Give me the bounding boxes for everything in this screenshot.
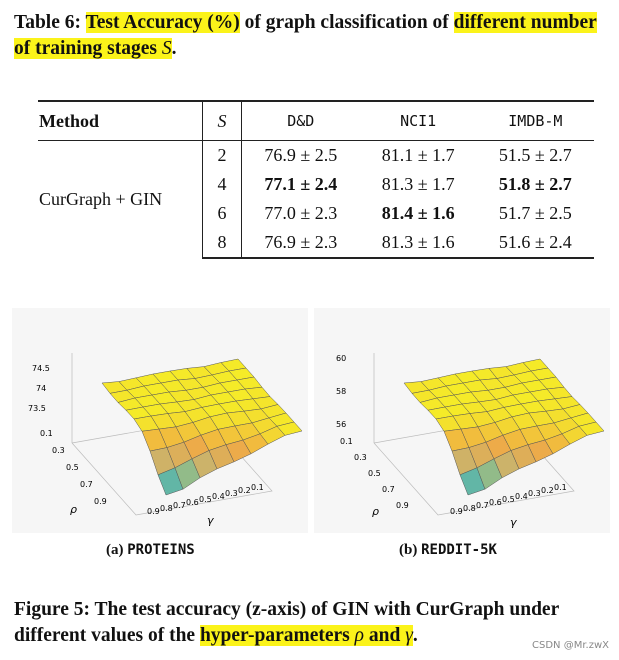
- rho-tick: 0.1: [40, 429, 53, 438]
- gamma-axis-label: γ: [510, 516, 517, 529]
- surface-grid: [373, 353, 605, 516]
- table-row: 6 77.0 ± 2.3 81.4 ± 1.6 51.7 ± 2.5: [38, 199, 594, 228]
- table-header-row: Method S D&D NCI1 IMDB-M: [38, 100, 594, 141]
- subcaption-b: (b) REDDIT-5K: [399, 542, 497, 559]
- gamma-tick: 0.4: [212, 492, 225, 501]
- rho-axis-label: ρ: [372, 505, 379, 518]
- figure-caption-end: .: [412, 625, 418, 646]
- header-nci1: NCI1: [359, 100, 477, 141]
- subcaption-dataset: PROTEINS: [127, 542, 195, 558]
- results-table: Method S D&D NCI1 IMDB-M CurGraph + GIN …: [38, 100, 594, 259]
- gamma-tick: 0.1: [554, 483, 567, 492]
- table-caption-var: S: [161, 38, 172, 59]
- table-caption-end: .: [171, 38, 177, 59]
- gamma-tick: 0.4: [515, 492, 528, 501]
- z-tick: 56: [336, 420, 346, 429]
- imdb-cell: 51.7 ± 2.5: [498, 203, 572, 223]
- gamma-tick: 0.1: [251, 483, 264, 492]
- header-dd: D&D: [241, 100, 360, 141]
- table-row: 8 76.9 ± 2.3 81.3 ± 1.6 51.6 ± 2.4: [38, 228, 594, 259]
- table-caption-middle: of graph classification of: [239, 12, 454, 33]
- header-method: Method: [38, 100, 203, 141]
- method-cell: CurGraph + GIN: [39, 189, 163, 209]
- rho-tick: 0.9: [94, 497, 107, 506]
- figure-caption-text: Figure 5: The test accuracy (z-axis) of …: [14, 599, 559, 646]
- table-caption-highlight-1: Test Accuracy (%): [85, 12, 240, 33]
- subcaption-prefix: (b): [399, 542, 418, 558]
- surface-cell: [276, 421, 303, 436]
- gamma-tick: 0.8: [160, 504, 173, 513]
- dd-cell: 76.9 ± 2.3: [241, 228, 360, 259]
- s-cell: 8: [202, 228, 242, 259]
- gamma-tick: 0.6: [186, 498, 199, 507]
- gamma-tick: 0.3: [225, 489, 238, 498]
- table-row: 4 77.1 ± 2.4 81.3 ± 1.7 51.8 ± 2.7: [38, 170, 594, 199]
- dd-cell-best: 77.1 ± 2.4: [264, 174, 338, 194]
- surface-plot-reddit: 60 58 56 0.1 0.3 0.5 0.7 0.9 ρ 0.9 0.8 0…: [314, 308, 610, 533]
- nci1-cell-best: 81.4 ± 1.6: [381, 203, 455, 223]
- figure-caption-and: and: [364, 625, 406, 646]
- nci1-cell: 81.3 ± 1.6: [359, 228, 477, 259]
- rho-tick: 0.7: [382, 485, 395, 494]
- subcaption-a: (a) PROTEINS: [106, 542, 195, 559]
- nci1-cell: 81.1 ± 1.7: [381, 145, 455, 165]
- figure-caption-rho: ρ: [354, 625, 365, 646]
- table-caption-prefix: Table 6:: [14, 12, 82, 33]
- surface-grid: [71, 353, 303, 516]
- z-tick: 60: [336, 354, 346, 363]
- subcaption-dataset: REDDIT-5K: [421, 542, 497, 558]
- imdb-cell-best: 51.8 ± 2.7: [498, 174, 572, 194]
- rho-tick: 0.5: [368, 469, 381, 478]
- s-cell: 2: [202, 140, 242, 170]
- rho-axis-label: ρ: [70, 503, 77, 516]
- nci1-cell: 81.3 ± 1.7: [381, 174, 455, 194]
- gamma-tick: 0.2: [238, 486, 251, 495]
- gamma-tick: 0.9: [450, 507, 463, 516]
- gamma-tick: 0.5: [502, 495, 515, 504]
- figure-caption-gamma: γ: [405, 625, 413, 646]
- dd-cell: 76.9 ± 2.5: [264, 145, 338, 165]
- table-row: CurGraph + GIN 2 76.9 ± 2.5 81.1 ± 1.7 5…: [38, 140, 594, 209]
- z-tick: 58: [336, 387, 346, 396]
- gamma-ticks: 0.9 0.8 0.7 0.6 0.5 0.4 0.3 0.2 0.1: [147, 483, 264, 516]
- rho-tick: 0.3: [354, 453, 367, 462]
- gamma-tick: 0.2: [541, 486, 554, 495]
- surface-cell: [578, 421, 605, 436]
- table-caption: Table 6: Test Accuracy (%) of graph clas…: [14, 10, 614, 62]
- header-s: S: [202, 100, 242, 141]
- rho-tick: 0.5: [66, 463, 79, 472]
- gamma-tick: 0.7: [476, 501, 489, 510]
- surface-plot-svg: 60 58 56 0.1 0.3 0.5 0.7 0.9 ρ 0.9 0.8 0…: [336, 353, 605, 529]
- gamma-ticks: 0.9 0.8 0.7 0.6 0.5 0.4 0.3 0.2 0.1: [450, 483, 567, 516]
- surface-plot-proteins: 74.5 74 73.5 0.1 0.3 0.5 0.7 0.9 ρ 0.9 0…: [12, 308, 308, 533]
- figure-caption-highlight-text: hyper-parameters: [199, 625, 350, 646]
- surface-plot-svg: 74.5 74 73.5 0.1 0.3 0.5 0.7 0.9 ρ 0.9 0…: [28, 353, 303, 527]
- imdb-cell: 51.5 ± 2.7: [498, 145, 572, 165]
- rho-tick: 0.7: [80, 480, 93, 489]
- figure-caption-highlight: hyper-parameters ρ and γ: [199, 625, 413, 646]
- s-cell: 6: [202, 199, 242, 228]
- rho-tick: 0.3: [52, 446, 65, 455]
- gamma-tick: 0.6: [489, 498, 502, 507]
- gamma-tick: 0.3: [528, 489, 541, 498]
- z-tick: 74.5: [32, 364, 50, 373]
- rho-tick: 0.9: [396, 501, 409, 510]
- gamma-axis-label: γ: [207, 514, 214, 527]
- gamma-tick: 0.9: [147, 507, 160, 516]
- rho-tick: 0.1: [340, 437, 353, 446]
- imdb-cell: 51.6 ± 2.4: [476, 228, 594, 259]
- table-caption-highlight-2-text: different number of training stages: [14, 12, 597, 59]
- subcaption-prefix: (a): [106, 542, 124, 558]
- gamma-tick: 0.8: [463, 504, 476, 513]
- z-tick: 74: [36, 384, 46, 393]
- gamma-tick: 0.5: [199, 495, 212, 504]
- watermark: CSDN @Mr.zwX: [532, 640, 609, 651]
- gamma-tick: 0.7: [173, 501, 186, 510]
- dd-cell: 77.0 ± 2.3: [264, 203, 338, 223]
- header-imdb-m: IMDB-M: [476, 100, 594, 141]
- s-cell: 4: [202, 170, 242, 199]
- z-tick: 73.5: [28, 404, 46, 413]
- figure-caption: Figure 5: The test accuracy (z-axis) of …: [14, 597, 614, 649]
